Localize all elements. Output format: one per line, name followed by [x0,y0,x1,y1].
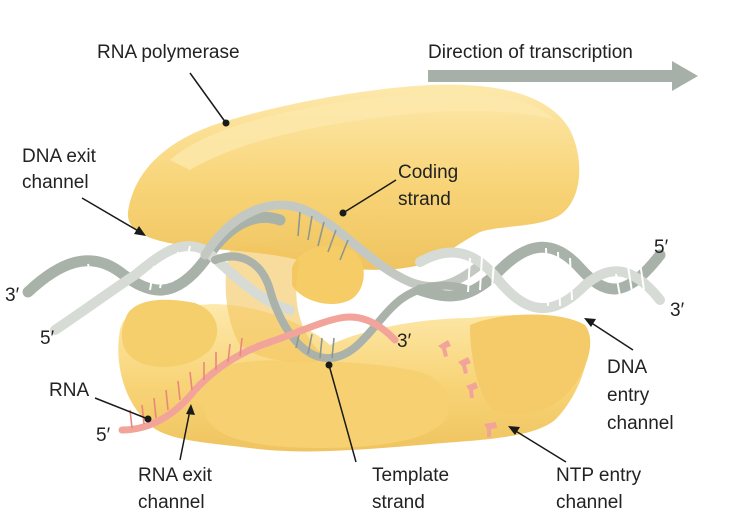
dna-left-strand-b [50,241,295,335]
label-template-2: strand [372,492,425,513]
dna-right-strand-b [415,247,665,314]
label-coding-2: strand [398,189,451,210]
polymerase-right-lobe [470,314,591,416]
label-dna-exit-1: DNA exit [22,146,97,167]
dot-rna-polymerase [222,119,230,127]
label-ntp-entry-2: channel [556,492,623,513]
label-dna-right-5: 5′ [654,237,669,258]
arrowhead-dna-exit [134,226,146,236]
ntp-molecules [438,340,497,437]
rna-strand [118,313,399,434]
label-rna-3: 3′ [397,331,412,352]
dna-double-helix [22,200,666,362]
dna-left-base-pairs [39,245,191,319]
leader-template [328,364,357,463]
label-dna-left-3: 3′ [5,285,20,306]
label-rna-exit-1: RNA exit [138,465,213,486]
dna-left-strand-a [22,211,286,298]
dna-right-strand-a [414,241,666,302]
leader-dna-exit [81,197,141,233]
polymerase-upper-highlight [170,92,555,170]
leader-coding [342,179,397,214]
polymerase-left-lobe [121,299,218,368]
label-rna: RNA [49,380,89,401]
rna-bases [129,337,243,429]
label-rna-5: 5′ [96,425,111,446]
arrowhead-ntp-entry [508,426,520,435]
dna-right-base-pairs [467,247,645,307]
leader-dna-entry [589,321,634,351]
label-dna-left-5: 5′ [40,328,55,349]
dot-coding [339,209,347,217]
label-dna-exit-2: channel [22,172,89,193]
leader-rna [94,397,149,420]
leader-rna-exit [179,409,191,461]
label-dna-entry-3: channel [607,413,674,434]
label-ntp-entry-1: NTP entry [556,465,642,486]
rna-transcript [118,313,399,434]
dot-template [325,361,333,369]
polymerase-clamp [292,245,364,305]
arrowhead-dna-entry [584,318,596,327]
label-coding-1: Coding [398,162,458,183]
leader-rna-polymerase [189,72,227,124]
template-strand-bubble [211,252,474,362]
direction-title: Direction of transcription [428,42,633,63]
label-dna-entry-2: entry [607,385,650,406]
dot-rna [144,415,152,423]
label-dna-entry-1: DNA [607,357,647,378]
label-rna-polymerase: RNA polymerase [97,42,240,63]
label-rna-exit-2: channel [138,492,205,513]
arrowhead-rna-exit [186,404,195,415]
label-template-1: Template [372,465,449,486]
direction-arrow [428,61,698,91]
leader-ntp-entry [513,429,567,463]
coding-strand-ticks [297,211,349,261]
polymerase-bottom-lobe [201,360,449,448]
label-dna-right-3: 3′ [670,300,685,321]
